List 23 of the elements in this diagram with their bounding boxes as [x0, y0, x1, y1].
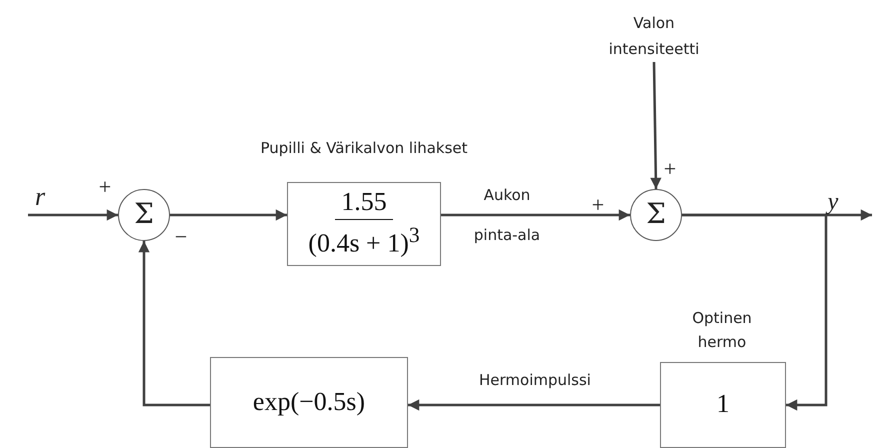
arrow: [170, 209, 287, 221]
summing-junction: Σ: [118, 189, 170, 241]
block-caption: Optinen hermo: [691, 308, 753, 353]
arrow: [682, 214, 828, 411]
sign-label: +: [98, 176, 112, 198]
transfer-function-block: exp(−0.5s): [210, 357, 408, 448]
edge-label: Hermoimpulssi: [478, 370, 592, 391]
arrow: [441, 209, 630, 221]
arrow: [28, 209, 118, 221]
arrow: [138, 241, 210, 406]
sign-label: +: [662, 158, 678, 180]
sign-label: −: [174, 226, 188, 248]
block-caption: Pupilli & Värikalvon lihakset: [259, 138, 469, 159]
sign-label: +: [590, 194, 606, 216]
input-label: Valon intensiteetti: [594, 10, 714, 62]
transfer-function-block: 1.55 (0.4s + 1)$^{3}$: [287, 182, 441, 266]
transfer-function-block: 1: [660, 362, 786, 448]
signal-name: r: [34, 182, 46, 212]
summing-junction: Σ: [630, 189, 682, 241]
signal-name: y: [824, 190, 840, 214]
edge-label: Aukon pinta-ala: [472, 185, 542, 246]
arrow: [408, 399, 660, 411]
arrow: [650, 62, 662, 190]
